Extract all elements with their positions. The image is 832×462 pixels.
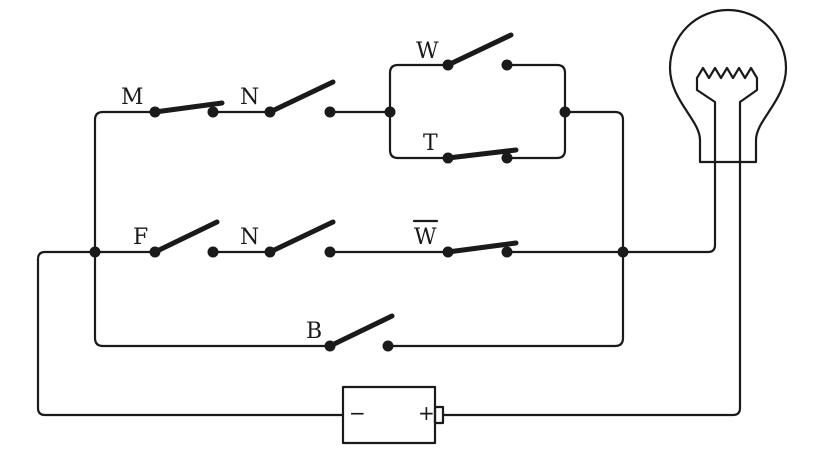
label-switch-n-top: N bbox=[240, 85, 259, 110]
switch-t-pivot bbox=[442, 152, 454, 164]
left-bus-wire bbox=[93, 110, 332, 348]
switch-n-top-contact bbox=[324, 106, 336, 118]
junction-parallel-left bbox=[384, 106, 396, 118]
switch-b-pivot bbox=[324, 340, 336, 352]
switch-w-pivot bbox=[442, 59, 454, 71]
parallel-block-wire bbox=[388, 63, 450, 160]
switch-n-mid-contact bbox=[324, 246, 336, 258]
bulb-filament bbox=[695, 66, 759, 164]
switch-w-contact bbox=[501, 59, 513, 71]
switch-t-contact bbox=[501, 152, 513, 164]
switch-b-contact bbox=[382, 340, 394, 352]
label-switch-w-bar: W bbox=[414, 225, 437, 250]
switch-n-top-blade bbox=[267, 79, 336, 115]
switch-n-mid-pivot bbox=[264, 246, 276, 258]
switch-t-blade bbox=[445, 147, 519, 161]
label-switch-b: B bbox=[306, 319, 322, 344]
junction-left-bus bbox=[89, 246, 101, 258]
switch-wbar-contact bbox=[501, 246, 513, 258]
outer-left-loop-wire bbox=[36, 250, 345, 417]
junction-right-bus bbox=[617, 246, 629, 258]
battery-plus-sign: + bbox=[418, 401, 435, 425]
junction-parallel-right bbox=[559, 106, 571, 118]
switch-w-blade bbox=[445, 32, 514, 68]
switch-wbar-blade bbox=[445, 240, 519, 255]
label-switch-t: T bbox=[423, 131, 438, 156]
switch-f-contact bbox=[207, 246, 219, 258]
switch-m-blade bbox=[152, 100, 225, 115]
switch-m-contact bbox=[207, 106, 219, 118]
switch-b-blade bbox=[327, 313, 395, 349]
label-switch-w: W bbox=[416, 39, 439, 64]
parallel-block-wire-right bbox=[505, 63, 567, 160]
battery-terminal bbox=[433, 405, 445, 425]
switch-f-pivot bbox=[149, 246, 161, 258]
switch-n-mid-blade bbox=[267, 219, 336, 255]
label-switch-m: M bbox=[121, 85, 144, 110]
switch-n-top-pivot bbox=[264, 106, 276, 118]
right-bus-wire bbox=[386, 110, 625, 348]
lightbulb-icon bbox=[668, 8, 788, 164]
outer-right-loop-wire bbox=[441, 160, 742, 417]
label-switch-n-mid: N bbox=[240, 225, 259, 250]
battery-minus-sign: − bbox=[349, 401, 366, 425]
switch-f-blade bbox=[152, 219, 220, 255]
label-switch-f: F bbox=[133, 225, 148, 250]
switch-m-pivot bbox=[149, 106, 161, 118]
switch-wbar-pivot bbox=[442, 246, 454, 258]
bus-to-lamp-wire bbox=[621, 160, 717, 254]
